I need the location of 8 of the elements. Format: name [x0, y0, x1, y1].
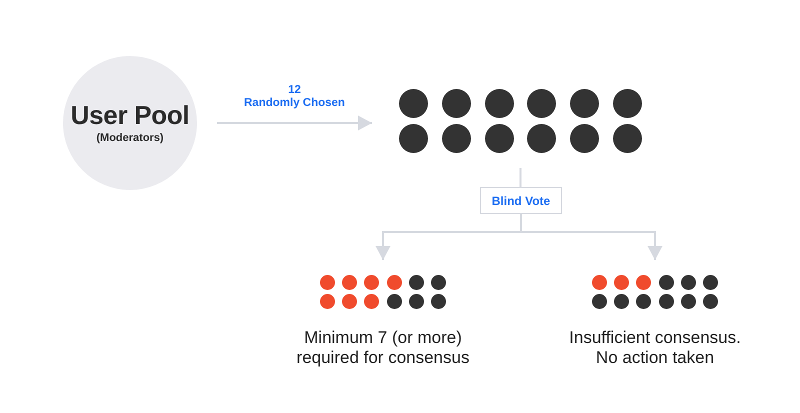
arrow: [217, 116, 372, 130]
process-box: Blind Vote: [480, 187, 562, 214]
node-label: Insufficient consensus. No action taken: [568, 328, 742, 368]
node-title: User Pool: [70, 101, 190, 129]
node-label: Minimum 7 (or more) required for consensus: [296, 328, 470, 368]
node-subtitle: (Moderators): [96, 131, 164, 145]
edge-label: 12 Randomly Chosen: [242, 84, 347, 110]
connector-line: [520, 168, 522, 187]
